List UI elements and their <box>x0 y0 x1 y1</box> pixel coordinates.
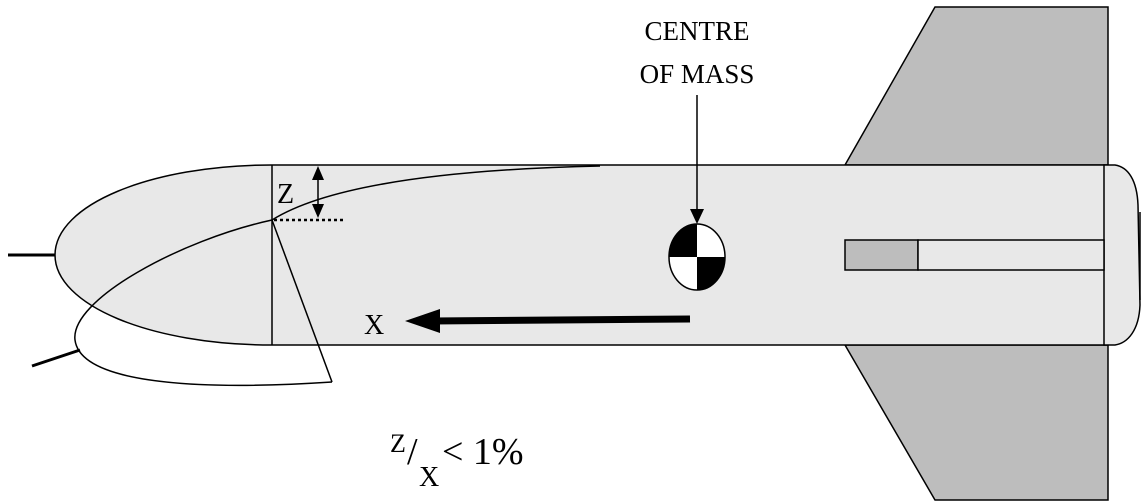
actuator-block <box>844 239 919 271</box>
x-axis-arrow-head <box>405 309 440 333</box>
ratio-slash: / <box>407 431 418 473</box>
x-label: X <box>364 310 384 341</box>
lower-fin <box>843 344 1109 501</box>
deflected-nose-probe <box>31 348 81 368</box>
centre-of-mass-label-line1: CENTRE <box>645 16 750 46</box>
x-axis-arrow-shaft <box>431 315 691 325</box>
z-double-arrow <box>312 166 324 218</box>
deflected-section-line <box>271 219 333 383</box>
tail-cap <box>1103 164 1141 346</box>
ratio-condition: Z / X < 1% <box>390 429 524 493</box>
ratio-denominator: X <box>419 462 439 493</box>
ratio-numerator: Z <box>390 429 406 458</box>
actuator-rail <box>917 239 1105 271</box>
centre-of-mass-pointer-head <box>690 209 704 224</box>
upper-fin <box>843 6 1109 166</box>
z-label: Z <box>277 179 294 210</box>
ratio-condition-text: < 1% <box>442 431 524 473</box>
centre-of-mass-label-line2: OF MASS <box>640 59 755 89</box>
centre-of-mass-symbol <box>668 223 726 291</box>
deflected-nose-outline <box>74 165 601 387</box>
